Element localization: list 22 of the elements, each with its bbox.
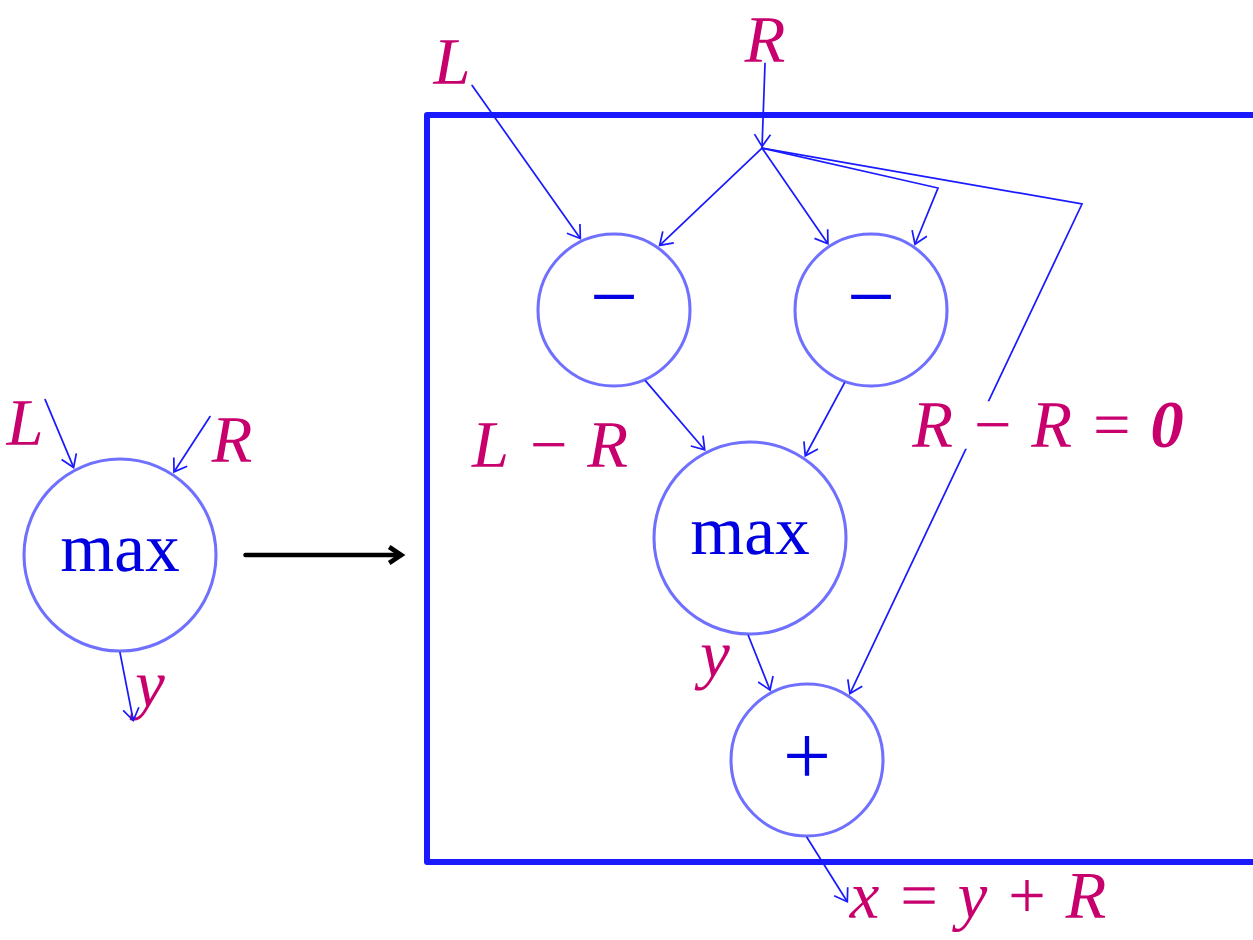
- edge-label: L − R: [470, 421, 630, 469]
- arrow: [803, 382, 846, 458]
- arrow: [658, 147, 763, 247]
- variable-label: x = y + R: [848, 874, 1106, 933]
- arrow: [471, 84, 582, 240]
- frame-box: [424, 112, 1253, 865]
- edge-label: y: [694, 644, 732, 692]
- arrow: [806, 836, 849, 903]
- arrow: [753, 62, 772, 148]
- arrow: [119, 651, 140, 723]
- variable-label: R: [744, 18, 785, 62]
- arrow: [761, 147, 829, 245]
- arrow: [172, 415, 211, 474]
- arrow: [243, 545, 406, 565]
- arrow: [747, 634, 774, 692]
- edge-label: R − R = 0: [910, 401, 1186, 449]
- arrow: [44, 398, 78, 469]
- arrow: [644, 379, 706, 452]
- variable-label: y: [129, 675, 165, 721]
- arrow: [761, 147, 1084, 695]
- variable-label: L: [432, 40, 468, 84]
- variable-label: L: [5, 401, 41, 445]
